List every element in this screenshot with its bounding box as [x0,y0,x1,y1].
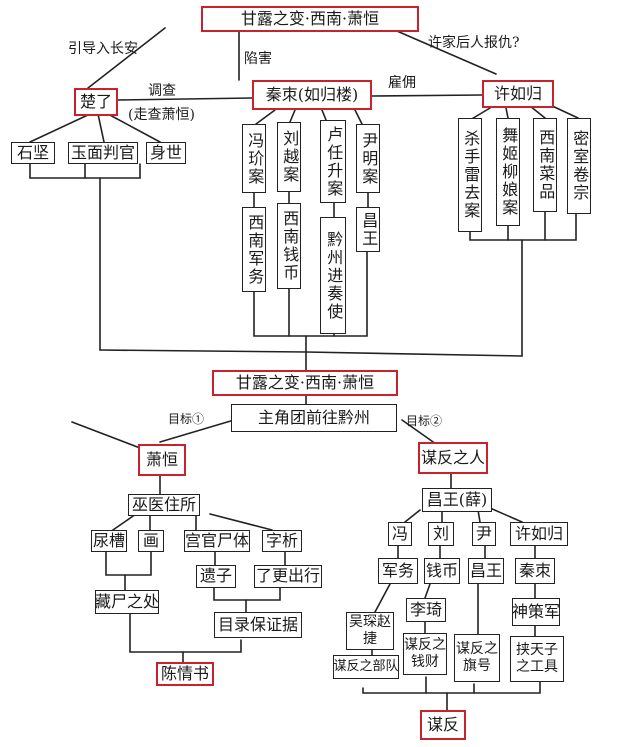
node-assassin-lei-case: 杀手雷去案 [458,118,482,232]
node-background: 身世 [146,142,186,164]
edge-label-xu-revenge: 许家后人报仇? [428,35,520,51]
edge-label-goal-1: 目标① [168,412,205,426]
node-lu-rensheng-case: 卢任升案 [320,120,346,203]
node-prince-chang-xue: 昌王(薛) [422,488,492,512]
node-feng-jie-case: 冯玠案 [242,124,266,193]
node-southwest-military: 西南军务 [242,207,266,292]
node-wu-chen-zhao-jie: 吴琛赵捷 [346,612,394,650]
node-dancer-liuniang-case: 舞姬柳娘案 [496,118,520,226]
edge-label-investigate: 调查 [148,83,176,99]
node-xu-rugui-bottom: 许如归 [510,522,568,546]
node-qianzhou-envoy: 黔州进奏使 [320,217,346,334]
top-root-node: 甘露之变·西南·萧恒 [201,6,419,32]
node-rebel-funds: 谋反之钱财 [403,633,447,675]
node-xu-rugui: 许如归 [482,80,554,108]
node-rebel-banner: 谋反之旗号 [454,634,500,682]
node-prince-chang-bottom: 昌王 [468,558,504,584]
node-urine-trough: 尿槽 [91,530,127,552]
node-military-affairs: 军务 [378,558,418,584]
edge-label-investigate-xiaoheng: (走查萧恒) [128,107,195,123]
node-palace-corpse: 宫官尸体 [184,530,250,552]
node-southwest-currency: 西南钱币 [277,203,301,289]
node-feng: 冯 [388,522,412,546]
node-shijian: 石坚 [11,142,55,164]
node-corpse-hiding-place: 藏尸之处 [95,590,159,614]
node-character-analysis: 字析 [262,530,302,552]
node-yin-ming-case: 尹明案 [356,124,380,193]
node-painting: 画 [138,530,164,552]
node-jade-judge: 玉面判官 [68,142,138,164]
node-team-to-qianzhou: 主角团前往黔州 [231,404,397,432]
node-liu: 刘 [428,522,454,546]
node-night-outing: 了更出行 [254,565,322,588]
node-qin-bottom: 秦朿 [515,558,555,584]
node-shaman-residence: 巫医住所 [128,494,200,516]
node-xiao-heng: 萧恒 [138,444,186,476]
node-yin: 尹 [472,522,496,546]
node-southwest-dishes: 西南菜品 [533,118,557,212]
node-chu: 楚了 [74,88,118,116]
node-liu-yue-case: 刘越案 [277,122,301,192]
node-petition: 陈情书 [156,662,214,686]
node-yizi: 遗子 [196,565,236,588]
node-rebel-troops: 谋反之部队 [333,655,399,679]
edge-label-hire: 雇佣 [388,75,416,91]
node-li-qi: 李琦 [406,598,446,622]
node-rebellion: 谋反 [420,710,466,740]
node-secret-files: 密室卷宗 [567,118,591,214]
node-qin-ruguilou: 秦朿(如归楼) [252,80,372,110]
node-evidence: 目录保证据 [214,612,302,638]
edge-label-frame: 陷害 [244,51,272,67]
edge-label-guide-to-changan: 引导入长安 [68,41,138,57]
node-hostage-emperor-tool: 挟天子之工具 [510,636,564,682]
node-prince-chang-top: 昌王 [356,207,380,252]
node-shence-army: 神策军 [512,598,560,626]
edge-label-goal-2: 目标② [406,414,443,428]
bottom-root-node: 甘露之变·西南·萧恒 [212,370,398,396]
node-rebels: 谋反之人 [418,442,488,474]
node-currency: 钱币 [424,558,460,584]
